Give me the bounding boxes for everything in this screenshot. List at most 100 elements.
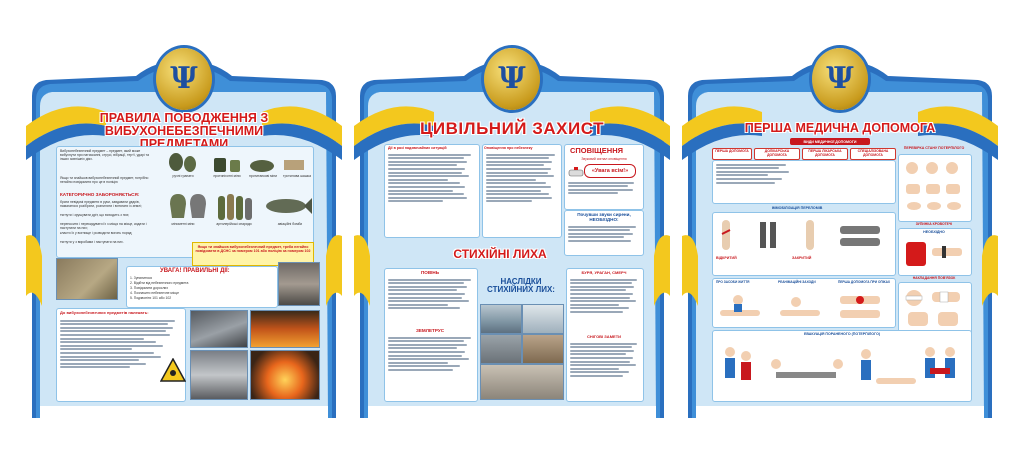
label-at-mines: протитанкові міни	[248, 174, 277, 178]
forbidden-item: брати невідомі предмети в руки, завдават…	[60, 200, 142, 209]
forbidden-item: класти їх у вогнище і розводити вогонь п…	[60, 231, 133, 235]
bandage-illustrations	[905, 290, 960, 326]
bone-open-fracture-icon	[721, 220, 731, 250]
explosion-photo	[278, 262, 320, 306]
consequences-line-2: СТИХІЙНИХ ЛИХ:	[487, 285, 555, 295]
siren-body	[568, 224, 640, 252]
coat-of-arms: Ψ	[156, 48, 212, 110]
blast-photo	[250, 350, 320, 400]
section-label: ПЕРША ДОПОМОГА	[715, 149, 749, 153]
artillery-shell-icon	[218, 194, 252, 220]
attention-panel	[126, 266, 278, 308]
emergency-note-text: Якщо ти знайшов вибухонебезпечний предме…	[195, 245, 311, 254]
resuscitation-heading: РЕАНІМАЦІЙНІ ЗАХОДИ	[778, 280, 816, 284]
patient-check-icons	[906, 162, 961, 210]
snowstorm-photo	[522, 304, 564, 334]
hand-grenade-icon	[169, 153, 196, 172]
section-first-aid: ПЕРША ДОПОМОГА	[712, 148, 752, 160]
necessary-label: НЕОБХІДНО	[923, 230, 945, 234]
bandage-heading: НАКЛАДАННЯ ПОВ'ЯЗОК	[912, 276, 956, 280]
tnt-block-icon	[284, 160, 304, 170]
siren-heading: Почувши звуки сирени, НЕОБХІДНО:	[577, 212, 631, 222]
intro-text-2: Якщо ти знайшов вибухонебезпечний предме…	[60, 176, 149, 185]
types-banner-text: ВИДИ МЕДИЧНОЇ ДОПОМОГИ	[803, 139, 857, 144]
eye-check-icon	[907, 202, 961, 210]
stretcher-icon	[771, 359, 843, 378]
leg-splint-icon	[840, 226, 880, 246]
title-line-1: ПРАВИЛА ПОВОДЖЕННЯ З	[99, 111, 269, 125]
label-artillery: артилерійські снаряди	[216, 222, 252, 226]
attention-item: 4. Позначити небезпечне місце	[130, 291, 179, 295]
label-grenades: ручні гранати	[172, 174, 194, 178]
attention-heading: УВАГА! ПРАВИЛЬНІ ДІЇ:	[160, 268, 230, 274]
bone-closed-fracture-icon	[806, 220, 814, 250]
section-specialized: СПЕЦІАЛІЗОВАНА ДОПОМОГА	[850, 148, 896, 160]
destroyed-building-photo	[190, 310, 248, 348]
section-doctor: ПЕРША ЛІКАРСЬКА ДОПОМОГА	[802, 148, 848, 160]
open-fracture-label: ВІДКРИТИЙ	[716, 256, 737, 260]
section-label: ДОЛІКАРСЬКА ДОПОМОГА	[764, 149, 790, 158]
forbidden-list: брати невідомі предмети в руки, завдават…	[60, 200, 156, 249]
warning-heading: Оповіщення про небезпеку	[484, 146, 533, 150]
drag-person-icon	[861, 349, 916, 384]
forbidden-heading: КАТЕГОРИЧНО ЗАБОРОНЯЄТЬСЯ:	[60, 192, 140, 197]
label-ap-mines: протипіхотні міни	[213, 174, 241, 178]
board-civil-protection: Ψ ЦИВІЛЬНИЙ ЗАХИСТ Дії в разі надзвичайн…	[354, 48, 670, 418]
ruins-photo	[190, 350, 248, 400]
cpr-illustrations	[720, 295, 880, 318]
tourniquet-icon	[906, 242, 962, 266]
earthquake-photo	[480, 364, 564, 400]
board-title: ЦИВІЛЬНИЙ ЗАХИСТ	[420, 119, 604, 138]
carry-person-icon	[725, 347, 751, 380]
bandage-icon	[905, 290, 923, 306]
recovery-position-icon	[780, 297, 820, 316]
attention-item: 3. Повідомити дорослих	[130, 286, 169, 290]
field-photo	[56, 258, 118, 300]
wildfire-photo	[522, 334, 564, 364]
earthquake-body	[388, 335, 474, 397]
mine-icon	[214, 158, 240, 172]
attention-item: 2. Відійти від небезпечного предмета	[130, 281, 189, 285]
alert-call-text: «Увага всім!»	[591, 168, 629, 174]
explosive-warning-icon	[160, 358, 186, 382]
coat-of-arms: Ψ	[484, 48, 540, 110]
mortar-shell-icon	[170, 194, 206, 218]
section-label: ПЕРША ЛІКАРСЬКА ДОПОМОГА	[808, 149, 842, 158]
forbidden-item: тягнути у з виробами і наступати на них.	[60, 240, 124, 244]
board-first-aid: Ψ ПЕРША МЕДИЧНА ДОПОМОГА ВИДИ МЕДИЧНОЇ Д…	[682, 48, 998, 418]
uxo-types-heading: До вибухонебезпечних предметів належать:	[60, 310, 149, 315]
cpr-heading: ПРО ЗАСОБИ ЖИТТЯ	[716, 280, 750, 284]
evacuation-illustrations	[725, 347, 955, 384]
storm-body	[570, 277, 640, 331]
burn-icon	[840, 296, 880, 318]
actions-body	[388, 152, 474, 234]
storm-damage-photo	[480, 334, 522, 364]
types-banner: ВИДИ МЕДИЧНОЇ ДОПОМОГИ	[790, 138, 870, 145]
board-title: ПЕРША МЕДИЧНА ДОПОМОГА	[744, 121, 936, 135]
evacuation-heading: ЕВАКУАЦІЯ ПОРАНЕНОГО (ПОТЕРПІЛОГО)	[803, 332, 881, 336]
aerial-bomb-icon	[266, 198, 312, 214]
storm-heading: БУРЯ, УРАГАН, СМЕРЧ	[581, 270, 627, 275]
alert-heading: СПОВІЩЕННЯ	[570, 146, 624, 155]
trident-icon: Ψ	[170, 61, 198, 96]
forbidden-item: переносити і перекидувати їх з місця на …	[60, 222, 147, 231]
fire-photo	[250, 310, 320, 348]
consequences-line-1: НАСЛІДКИ	[500, 277, 542, 286]
immobilization-heading: ІММОБІЛІЗАЦІЯ ПЕРЕЛОМІВ	[771, 206, 823, 210]
warning-body	[486, 152, 558, 234]
types-body	[716, 162, 890, 200]
alert-subtitle: Звуковий сигнал оповіщення	[581, 157, 627, 161]
label-mortar: міномет­ні міни	[171, 222, 195, 226]
intro-text: Вибухонебезпечний предмет – предмет, яки…	[60, 149, 150, 162]
head-icon	[906, 162, 958, 174]
snow-heading: СНІГОВІ ЗАМЕТИ	[586, 334, 622, 339]
munitions-illustration	[169, 153, 312, 220]
earthquake-heading: ЗЕМЛЕТРУС	[415, 328, 445, 333]
alert-body	[568, 180, 640, 206]
flood-heading: ПОВІНЬ	[420, 270, 440, 275]
actions-heading: Дії в разі надзвичайних ситуацій	[388, 146, 447, 150]
coat-of-arms: Ψ	[812, 48, 868, 110]
bleeding-heading: ЗУПИНКА КРОВОТЕЧІ	[915, 222, 953, 226]
cpr-icon	[720, 295, 760, 316]
